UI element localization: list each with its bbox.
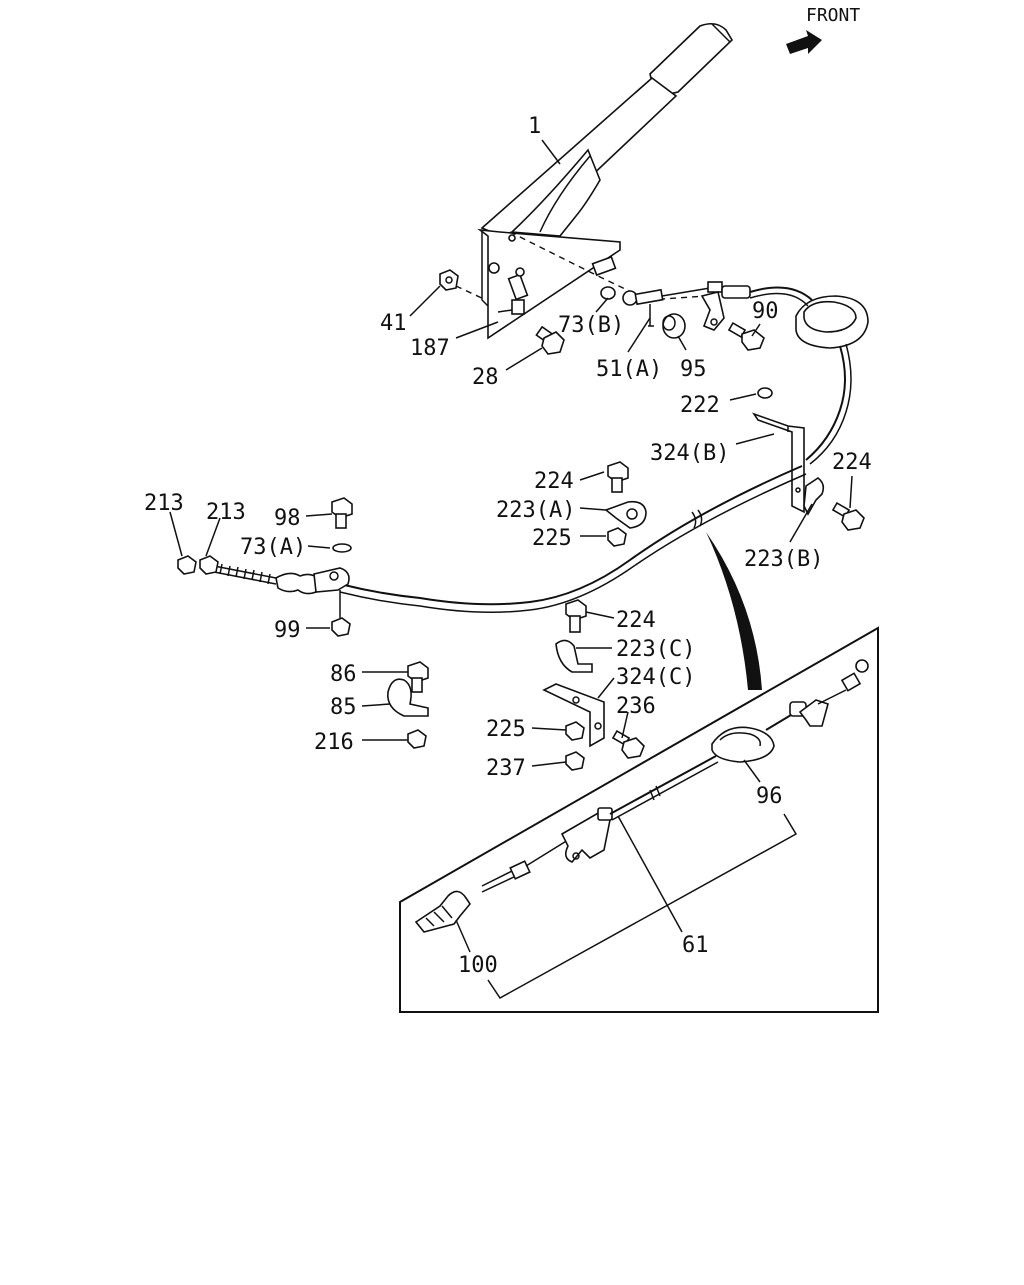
label-85: 85 — [330, 695, 357, 720]
bushing-95-icon — [662, 313, 686, 339]
washer-73a-icon — [332, 543, 352, 553]
leader-lines — [169, 139, 853, 999]
front-label: FRONT — [806, 5, 860, 26]
upper-cable — [749, 286, 813, 301]
label-187: 187 — [410, 336, 450, 361]
clip-223b-icon — [803, 477, 825, 516]
label-51a: 51(A) — [596, 357, 662, 382]
label-213-left: 213 — [144, 491, 184, 516]
assembly-line — [509, 231, 707, 301]
rear-cable-end — [213, 563, 350, 618]
bracket-324b-icon — [752, 412, 805, 514]
washer-222-icon — [757, 387, 773, 399]
nut-99-icon — [331, 617, 351, 637]
label-222: 222 — [680, 393, 720, 418]
label-86: 86 — [330, 662, 357, 687]
label-223a: 223(A) — [496, 498, 575, 523]
bolt-224-right-icon — [831, 501, 865, 531]
label-225-top: 225 — [532, 526, 572, 551]
bolt-28-icon — [535, 325, 565, 355]
label-1: 1 — [528, 114, 541, 139]
label-96: 96 — [756, 784, 783, 809]
bolt-224-mid-icon — [565, 599, 587, 633]
label-41: 41 — [380, 311, 407, 336]
detail-cable-assembly — [414, 659, 869, 933]
label-28: 28 — [472, 365, 499, 390]
label-213-right: 213 — [206, 500, 246, 525]
clip-223c-icon — [555, 639, 593, 673]
front-cable-end — [622, 281, 751, 331]
label-90: 90 — [752, 299, 779, 324]
nut-225-top-icon — [607, 527, 627, 547]
label-224-right: 224 — [832, 450, 872, 475]
bolt-236-icon — [611, 729, 645, 759]
label-223b: 223(B) — [744, 547, 823, 572]
nut-41-icon — [439, 269, 459, 291]
label-223c: 223(C) — [616, 637, 695, 662]
label-73b: 73(B) — [558, 313, 624, 338]
clamp-85-icon — [387, 678, 429, 717]
label-224-top: 224 — [534, 469, 574, 494]
nut-213-right-icon — [199, 555, 219, 575]
label-236: 236 — [616, 694, 656, 719]
label-95: 95 — [680, 357, 707, 382]
label-237: 237 — [486, 756, 526, 781]
cable-to-bracket — [805, 345, 846, 461]
label-61: 61 — [682, 933, 709, 958]
label-324c: 324(C) — [616, 665, 695, 690]
label-99: 99 — [274, 618, 301, 643]
nut-216-icon — [407, 729, 427, 749]
nut-237-icon — [565, 751, 585, 771]
detail-arrow-icon — [706, 532, 762, 690]
bolt-90-icon — [727, 321, 765, 351]
clip-223a-icon — [604, 500, 647, 529]
label-73a: 73(A) — [240, 535, 306, 560]
label-216: 216 — [314, 730, 354, 755]
bracket-324c-icon — [542, 683, 605, 748]
bolt-224-top-icon — [607, 461, 629, 493]
nut-213-left-icon — [177, 555, 197, 575]
bolt-86-icon — [407, 661, 429, 693]
front-arrow-icon — [786, 30, 822, 54]
grommet-upper — [795, 295, 869, 349]
label-98: 98 — [274, 506, 301, 531]
detail-box — [399, 626, 879, 1013]
washer-73b-icon — [600, 286, 616, 300]
label-100: 100 — [458, 953, 498, 978]
brake-lever-assembly — [477, 22, 734, 340]
label-224-mid: 224 — [616, 608, 656, 633]
label-225-mid: 225 — [486, 717, 526, 742]
assembly-line — [455, 285, 487, 301]
nut-225-mid-icon — [565, 721, 585, 741]
label-324b: 324(B) — [650, 441, 729, 466]
bolt-98-icon — [331, 497, 353, 529]
